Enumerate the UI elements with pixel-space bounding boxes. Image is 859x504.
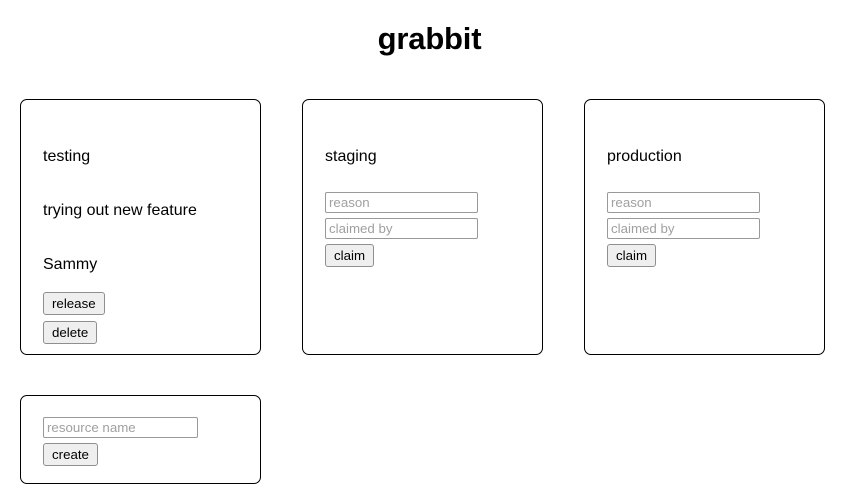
resource-actions: release delete [43, 292, 238, 344]
reason-input[interactable] [325, 192, 478, 213]
create-button[interactable]: create [43, 443, 98, 466]
create-resource-card: create [20, 395, 261, 484]
resource-reason-text: trying out new feature [43, 202, 197, 219]
resource-card-testing: testing trying out new feature Sammy rel… [20, 99, 261, 355]
resource-card-body: testing trying out new feature Sammy rel… [21, 100, 260, 366]
resource-card-production: production claim [584, 99, 825, 355]
claimed-by-input[interactable] [325, 218, 478, 239]
page-title: grabbit [377, 21, 482, 56]
resource-claimed-by-text: Sammy [43, 256, 98, 273]
resource-card-body: production claim [585, 100, 824, 283]
delete-button[interactable]: delete [43, 321, 98, 344]
claim-button[interactable]: claim [607, 244, 657, 267]
claimed-by-input[interactable] [607, 218, 760, 239]
reason-input[interactable] [607, 192, 760, 213]
claim-button[interactable]: claim [325, 244, 375, 267]
claim-form: claim [325, 192, 520, 267]
resource-name-label: testing [43, 148, 91, 165]
create-resource-form: create [21, 396, 260, 487]
resource-card-staging: staging claim [302, 99, 543, 355]
resource-name-label: staging [325, 148, 377, 165]
resource-name-label: production [607, 148, 682, 165]
release-button[interactable]: release [43, 292, 105, 315]
resource-card-row: testing trying out new feature Sammy rel… [20, 99, 840, 355]
resource-name-input[interactable] [43, 417, 198, 438]
claim-form: claim [607, 192, 802, 267]
resource-card-body: staging claim [303, 100, 542, 283]
